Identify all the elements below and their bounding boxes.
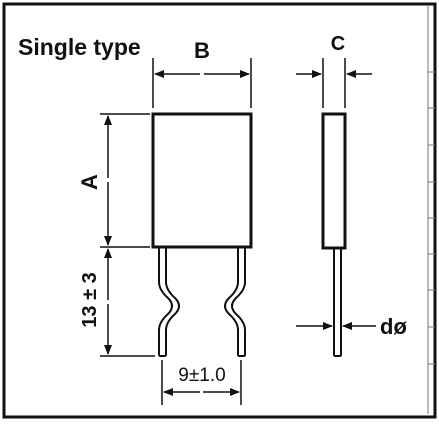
lead-length-label: 13 ± 3	[79, 272, 101, 327]
diagram-title: Single type	[18, 34, 141, 60]
dimension-a	[100, 113, 150, 248]
lead-side	[333, 248, 342, 357]
component-body-side	[321, 112, 347, 250]
component-body-front	[151, 112, 253, 249]
lead-spacing-label: 9±1.0	[178, 365, 225, 386]
dimension-b	[152, 58, 252, 108]
dimension-c	[296, 58, 372, 108]
height-label: A	[77, 174, 102, 190]
lead-diameter-label: dø	[380, 314, 407, 339]
width-label: B	[194, 38, 210, 63]
lead-right	[224, 248, 246, 357]
thickness-label: C	[331, 33, 345, 55]
dimension-lead-length	[100, 248, 155, 357]
outer-border	[2, 2, 437, 419]
table-edge	[427, 6, 435, 414]
lead-left	[158, 248, 180, 357]
dimension-lead-spacing	[161, 360, 242, 405]
